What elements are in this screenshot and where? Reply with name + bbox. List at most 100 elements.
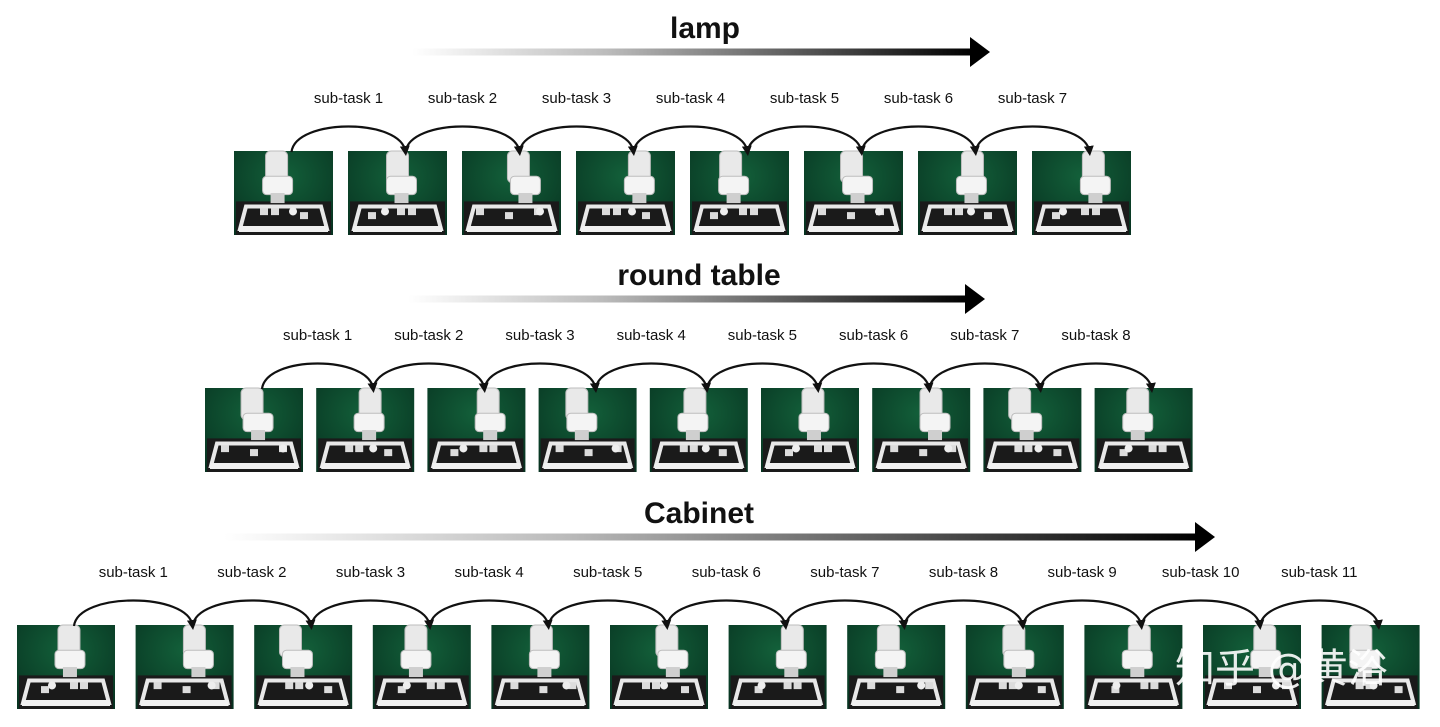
robot-gripper: [251, 430, 266, 441]
frame-image: [965, 624, 1064, 709]
tray-front: [22, 700, 110, 706]
part-piece: [1119, 449, 1128, 457]
tray-front: [615, 700, 703, 706]
robot-arm-lower: [353, 412, 385, 433]
robot-arm-lower: [509, 175, 541, 196]
subtask-label: sub-task 8: [1061, 327, 1130, 344]
part-piece: [642, 682, 650, 690]
part-piece: [397, 208, 405, 216]
frame-image: [728, 624, 827, 709]
part-sphere: [757, 681, 766, 690]
robot-arm-lower: [677, 412, 709, 433]
robot-gripper: [574, 430, 589, 441]
subtask-label: sub-task 6: [884, 90, 953, 107]
robot-gripper: [483, 430, 498, 441]
subtask-arc: [372, 362, 489, 393]
subtask-label: sub-task 5: [770, 90, 839, 107]
subtask-arc: [903, 599, 1028, 630]
part-piece: [1081, 208, 1089, 216]
part-piece: [867, 682, 876, 690]
frame-image: [372, 624, 471, 709]
robot-arm-lower: [874, 649, 906, 670]
part-sphere: [289, 207, 297, 216]
part-piece: [221, 445, 229, 453]
robot-gripper: [408, 667, 423, 678]
subtask-label: sub-task 7: [998, 90, 1067, 107]
part-piece: [384, 449, 393, 457]
frame-image: [348, 150, 447, 235]
watermark-text: 知乎 @黄浴: [1175, 646, 1388, 692]
robot-gripper: [290, 667, 305, 678]
tray-front: [695, 226, 784, 232]
subtask-arc: [191, 599, 316, 630]
part-piece: [783, 682, 792, 690]
part-piece: [847, 212, 855, 220]
tray-front: [1326, 700, 1415, 706]
part-piece: [505, 212, 513, 220]
robot-gripper: [518, 193, 533, 204]
subtask-arc: [518, 125, 638, 156]
part-piece: [397, 686, 406, 694]
tray-front: [467, 226, 556, 232]
subtask-arc: [1258, 599, 1383, 630]
part-sphere: [792, 444, 800, 453]
robot-gripper: [270, 193, 285, 204]
frame-image: [462, 150, 561, 235]
part-piece: [739, 208, 747, 216]
robot-arm-lower: [242, 412, 274, 433]
tray-front: [259, 700, 348, 706]
part-piece: [41, 686, 49, 694]
part-piece: [345, 445, 354, 453]
robot-gripper: [806, 430, 821, 441]
part-piece: [679, 445, 688, 453]
tray-front: [988, 463, 1077, 469]
part-piece: [998, 682, 1007, 690]
robot-arm-lower: [718, 175, 750, 196]
tray-front: [1099, 463, 1188, 469]
progress-arrow-head: [1195, 522, 1215, 552]
robot-gripper: [685, 430, 700, 441]
robot-arm-lower: [528, 649, 560, 670]
subtask-label: sub-task 7: [810, 564, 879, 581]
part-piece: [955, 208, 963, 216]
subtask-label: sub-task 5: [728, 327, 797, 344]
part-piece: [182, 686, 191, 694]
subtask-label: sub-task 5: [573, 564, 642, 581]
robot-gripper: [1130, 430, 1145, 441]
part-sphere: [279, 444, 287, 453]
part-sphere: [628, 207, 636, 216]
part-piece: [355, 445, 364, 453]
part-piece: [1140, 682, 1149, 690]
part-piece: [1037, 686, 1046, 694]
part-sphere: [611, 444, 620, 453]
frame-image: [1203, 624, 1301, 709]
part-piece: [1024, 445, 1033, 453]
part-piece: [793, 682, 802, 690]
subtask-arc: [974, 125, 1094, 156]
subtask-label: sub-task 4: [656, 90, 725, 107]
robot-gripper: [850, 193, 865, 204]
part-sphere: [305, 681, 314, 690]
tray-front: [733, 700, 822, 706]
robot-arm-lower: [386, 175, 418, 196]
frame-image: [135, 624, 234, 709]
frame-image: [649, 387, 748, 472]
frame-image: [538, 387, 637, 472]
frame-image: [17, 624, 115, 709]
part-piece: [948, 445, 957, 453]
tray-front: [1037, 226, 1126, 232]
progress-arrow-head: [970, 37, 990, 67]
tray-front: [543, 463, 632, 469]
subtask-label: sub-task 10: [1162, 564, 1240, 581]
part-piece: [250, 449, 258, 457]
tray-front: [766, 463, 854, 469]
frame-image: [316, 387, 415, 472]
part-piece: [613, 208, 621, 216]
tray-front: [581, 226, 670, 232]
part-piece: [489, 445, 498, 453]
part-piece: [1253, 686, 1261, 694]
part-sphere: [402, 681, 411, 690]
subtask-arc: [746, 125, 866, 156]
part-piece: [1014, 445, 1023, 453]
